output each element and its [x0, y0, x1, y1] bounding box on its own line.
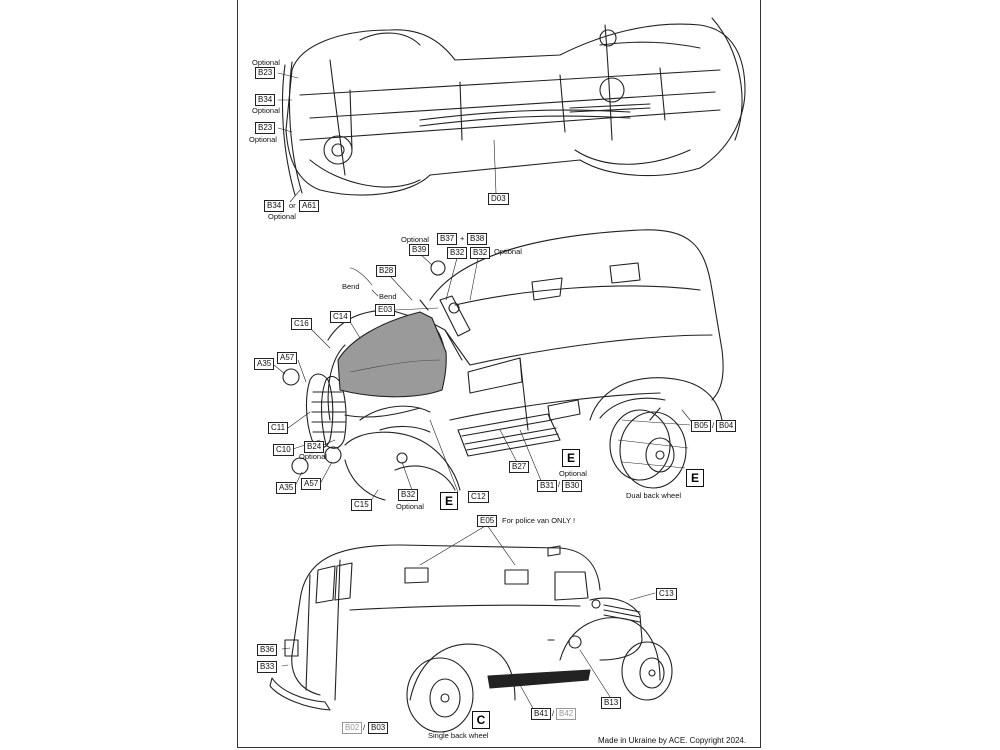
- part-label-b32: B32: [447, 247, 468, 259]
- part-label-b32: B32: [398, 489, 419, 501]
- part-label-b23: B23: [255, 122, 276, 134]
- part-label-b37: B37: [437, 233, 458, 245]
- part-label-c12: C12: [468, 491, 489, 503]
- dual-back-wheel-caption: Dual back wheel: [626, 491, 682, 500]
- sub-assembly-e-marker: E: [562, 449, 580, 467]
- part-label-c16: C16: [291, 318, 312, 330]
- assembled-van-drawing: [269, 544, 673, 733]
- part-label-e03: E03: [375, 304, 396, 316]
- sub-assembly-e-marker: E: [686, 469, 704, 487]
- part-label-b32: B32: [470, 247, 491, 259]
- optional-note: Optional: [494, 247, 522, 256]
- part-label-a35: A35: [276, 482, 297, 494]
- part-label-b34: B34: [264, 200, 285, 212]
- hood-part: [337, 311, 447, 398]
- part-label-b03: B03: [368, 722, 389, 734]
- part-label-b34: B34: [255, 94, 276, 106]
- part-label-c10: C10: [273, 444, 294, 456]
- part-label-b42: B42: [556, 708, 577, 720]
- optional-note: Optional: [401, 235, 429, 244]
- exploded-van-drawing: [282, 229, 724, 501]
- police-van-note: For police van ONLY !: [502, 516, 576, 525]
- optional-note: Optional: [299, 452, 327, 461]
- part-label-b28: B28: [376, 265, 397, 277]
- part-label-b24: B24: [304, 441, 325, 453]
- optional-note: Optional: [268, 212, 296, 221]
- part-label-b33: B33: [257, 661, 278, 673]
- part-label-c15: C15: [351, 499, 372, 511]
- optional-note: Optional: [559, 469, 587, 478]
- part-label-b05: B05: [691, 420, 712, 432]
- part-label-a57: A57: [301, 478, 322, 490]
- optional-note: Optional: [396, 502, 424, 511]
- part-label-b38: B38: [467, 233, 488, 245]
- part-label-b02: B02: [342, 722, 363, 734]
- part-label-b27: B27: [509, 461, 530, 473]
- part-label-b23: B23: [255, 67, 276, 79]
- part-label-a35: A35: [254, 358, 275, 370]
- part-label-e05: E05: [477, 515, 498, 527]
- part-label-c11: C11: [268, 422, 289, 434]
- part-label-a61: A61: [299, 200, 320, 212]
- sub-assembly-e-marker: E: [440, 492, 458, 510]
- optional-note: Optional: [249, 135, 277, 144]
- part-label-c14: C14: [330, 311, 351, 323]
- part-label-b13: B13: [601, 697, 622, 709]
- part-label-b36: B36: [257, 644, 278, 656]
- sub-assembly-c-marker: C: [472, 711, 490, 729]
- part-label-c13: C13: [656, 588, 677, 600]
- part-label-a57: A57: [277, 352, 298, 364]
- optional-note: Optional: [252, 106, 280, 115]
- bend-note: Bend: [342, 282, 360, 291]
- copyright-text: Made in Ukraine by ACE. Copyright 2024.: [598, 736, 747, 745]
- or-note: or: [289, 201, 296, 210]
- part-label-b39: B39: [409, 244, 430, 256]
- part-label-b30: B30: [562, 480, 583, 492]
- optional-note: Optional: [252, 58, 280, 67]
- plus-note: +: [460, 234, 465, 243]
- part-label-b41: B41: [531, 708, 552, 720]
- single-back-wheel-caption: Single back wheel: [428, 731, 489, 740]
- sheet-border: [237, 0, 761, 748]
- part-label-d03: D03: [488, 193, 509, 205]
- part-label-b04: B04: [716, 420, 737, 432]
- chassis-underside-drawing: [281, 17, 746, 196]
- bend-note: Bend: [379, 292, 397, 301]
- part-label-b31: B31: [537, 480, 558, 492]
